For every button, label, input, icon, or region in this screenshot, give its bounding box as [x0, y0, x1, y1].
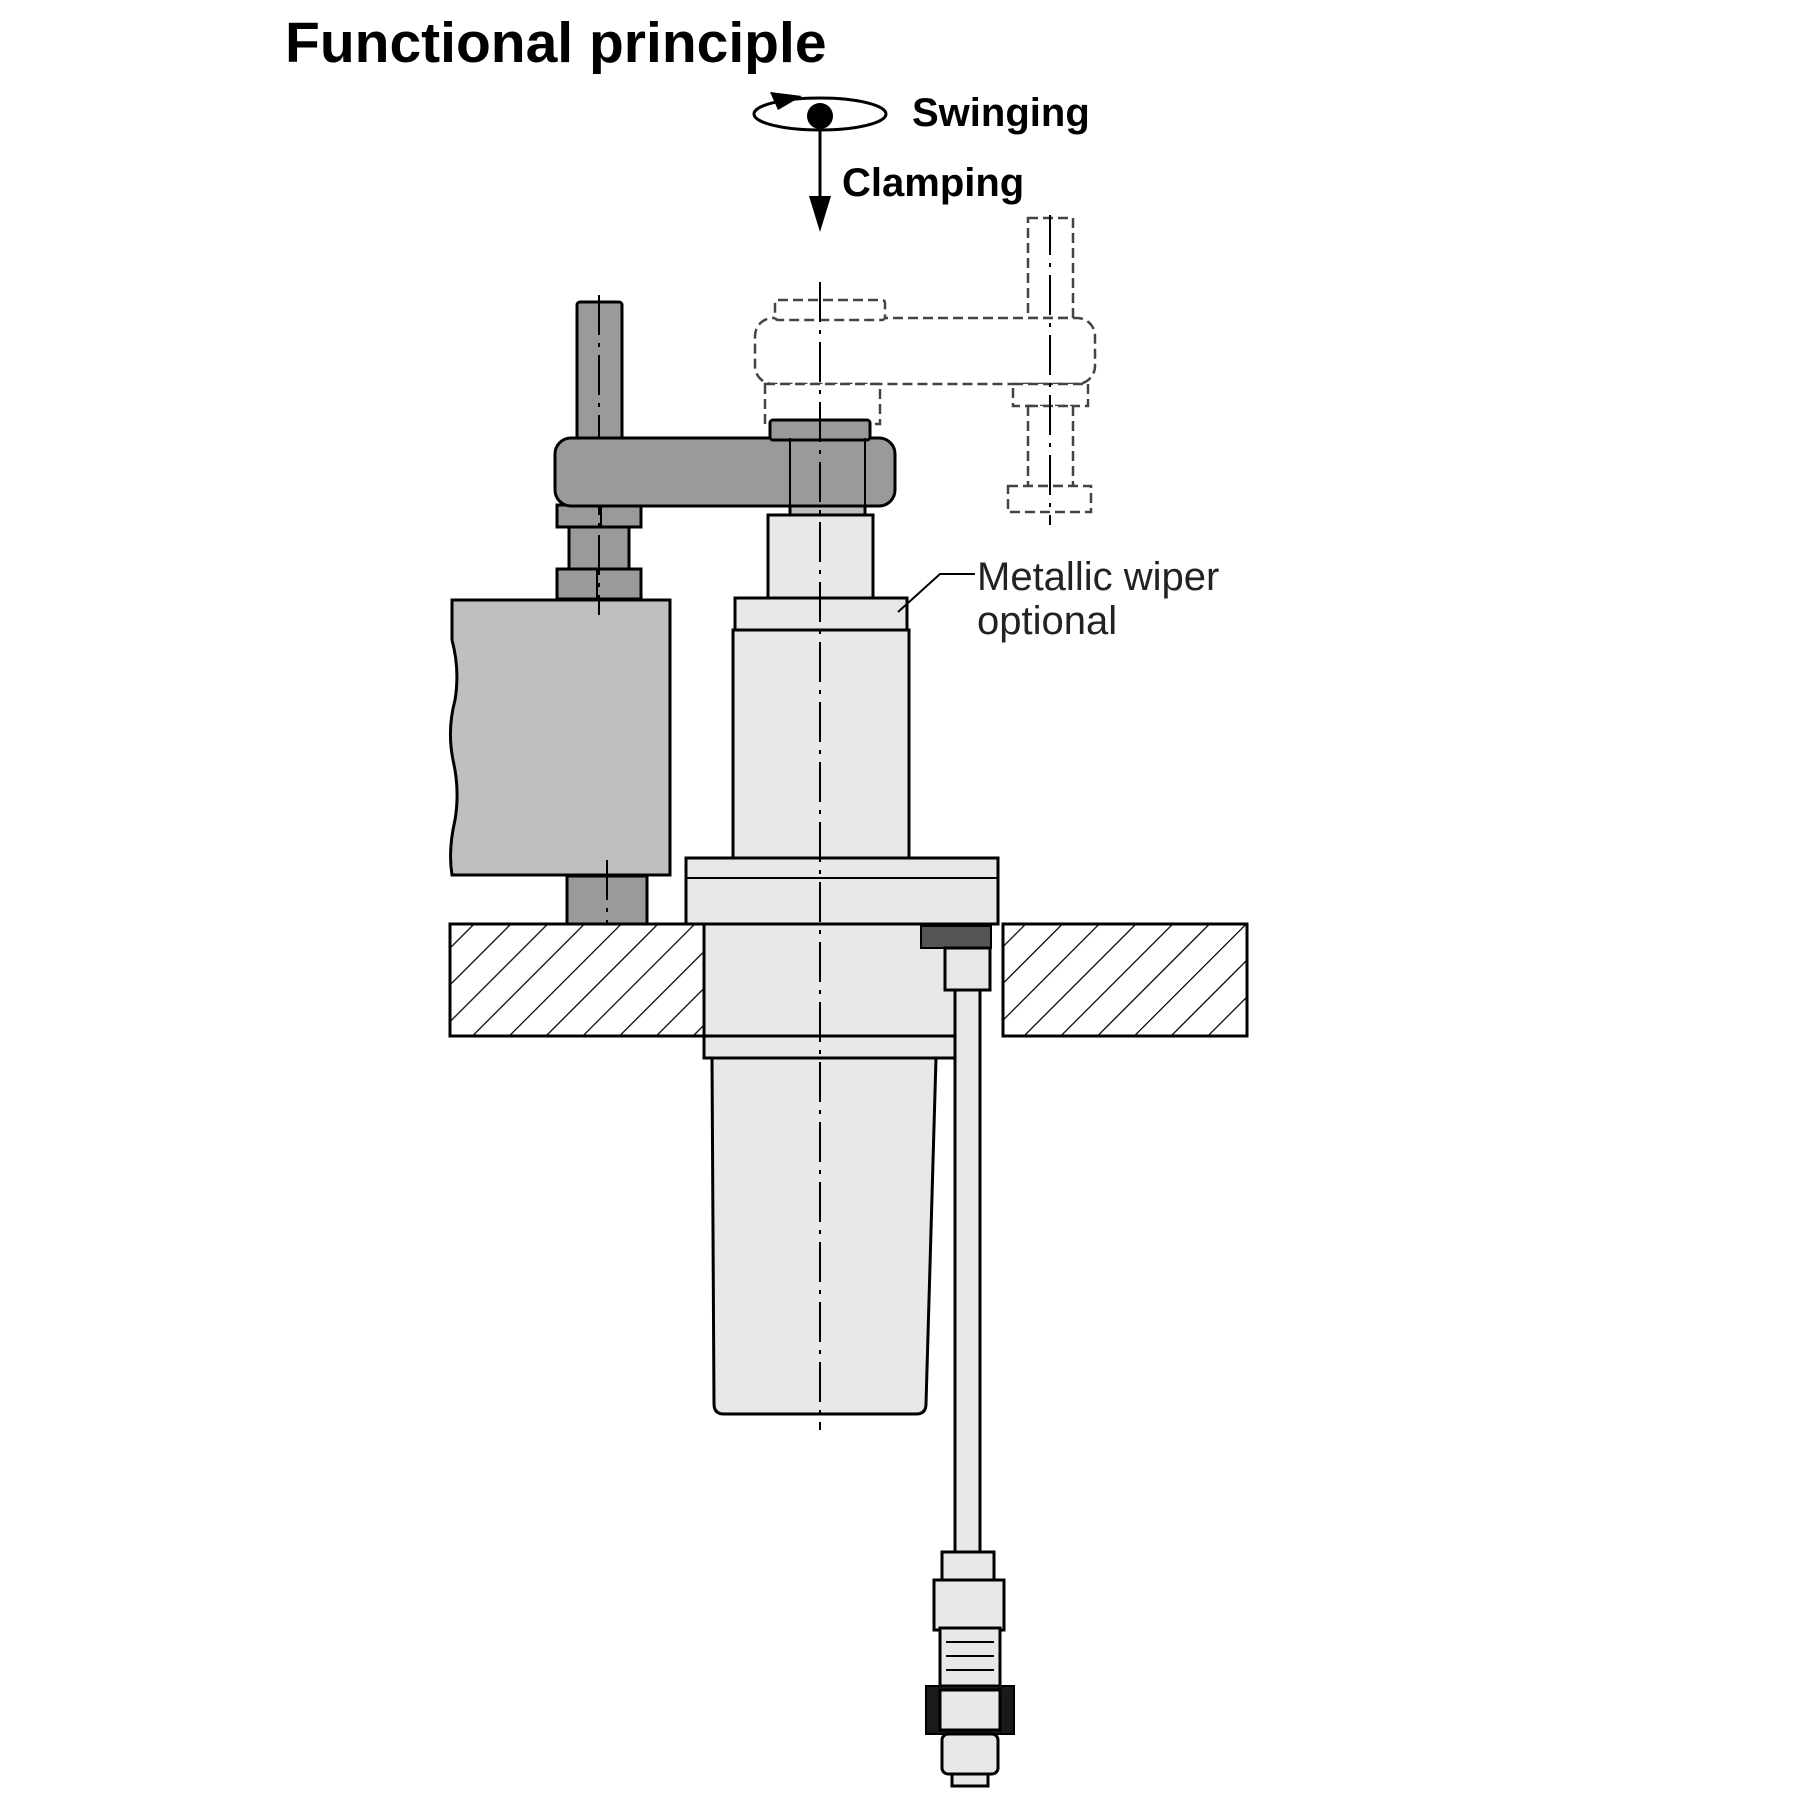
- wiper-callout-text-line1: Metallic wiper: [977, 555, 1219, 599]
- cylinder-lower-body: [710, 1056, 938, 1416]
- swinging-label: Swinging: [912, 91, 1090, 135]
- cylinder-upper-body: [731, 628, 911, 862]
- swung-clamp-arm-ghost: [753, 215, 1097, 525]
- page-title: Functional principle: [285, 11, 827, 75]
- clamping-label: Clamping: [842, 161, 1024, 205]
- wiper-callout-leader: [897, 573, 975, 613]
- sensor-fitting: [920, 925, 992, 992]
- workpiece-block: [448, 598, 672, 877]
- wiper-callout-text-line2: optional: [977, 599, 1117, 643]
- clamp-arm: [553, 418, 897, 522]
- swinging-rotation-icon: [752, 92, 888, 132]
- cylinder-collar: [702, 1034, 958, 1060]
- cylinder-mid-body: [702, 922, 958, 1038]
- clamping-arrow-icon: [809, 128, 831, 232]
- cylinder-flange: [684, 856, 1000, 926]
- fixture-plate-section: [448, 922, 1249, 1038]
- cable-connector: [925, 1550, 1015, 1788]
- sensor-cable: [953, 988, 982, 1557]
